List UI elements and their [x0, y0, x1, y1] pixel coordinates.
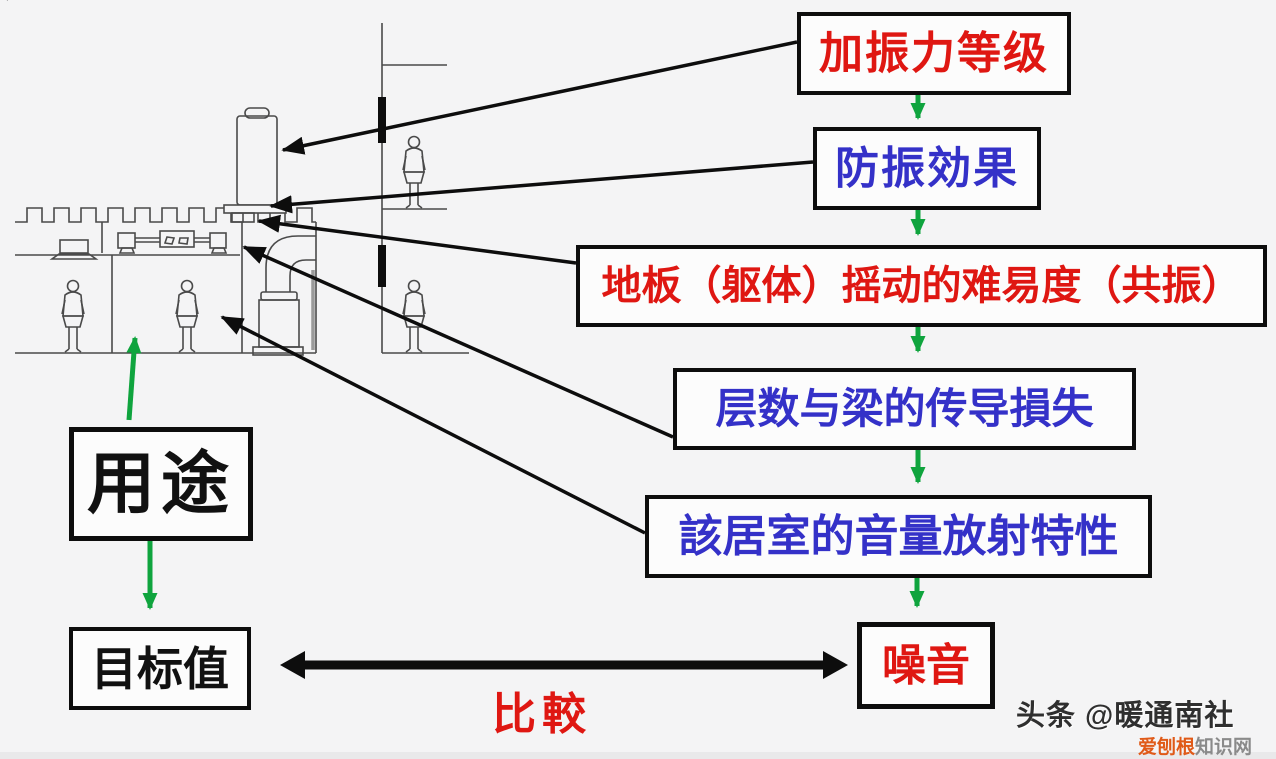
adjacent-building	[378, 23, 469, 354]
watermark: 头条 @暖通南社 爱刨根知识网	[1016, 692, 1266, 759]
flow-box-label: 目标值	[91, 642, 229, 695]
person-icon	[175, 279, 199, 353]
arrow-excitation-to-tank	[281, 40, 798, 155]
compare-arrow	[280, 651, 848, 679]
flow-box-label: 地板（躯体）摇动的难易度（共振）	[601, 264, 1242, 308]
person-icon	[61, 279, 85, 353]
flow-arrows-green	[126, 91, 926, 610]
ceiling-duct-units-icon	[117, 230, 228, 254]
flow-box-room-radiation: 該居室的音量放射特性	[645, 495, 1152, 578]
compare-label: 比較	[492, 690, 592, 739]
pointer-arrows	[220, 40, 814, 535]
flow-box-vibration-effect: 防振効果	[813, 127, 1041, 210]
person-icon	[402, 279, 426, 353]
arrow-vibration-to-base	[269, 160, 814, 214]
arrow-room-to-interior	[220, 315, 646, 535]
flow-box-label: 加振力等级	[819, 28, 1049, 78]
flow-arrow-usage-room	[126, 336, 142, 421]
flow-box-noise: 噪音	[857, 622, 995, 709]
wall-bar-lower	[378, 245, 386, 287]
flow-box-floor-resonance: 地板（躯体）摇动的难易度（共振）	[576, 245, 1267, 327]
watermark-brand: 爱刨根知识网	[1138, 732, 1266, 759]
flow-box-target-value: 目标值	[69, 627, 251, 710]
wall-bar-upper	[378, 97, 386, 143]
flow-box-label: 用途	[86, 446, 235, 522]
flow-box-label: 該居室的音量放射特性	[678, 511, 1119, 561]
watermark-brand-suffix: 知识网	[1195, 737, 1253, 758]
flow-box-transmission-loss: 层数与梁的传导損失	[673, 368, 1136, 450]
flow-box-usage: 用途	[69, 427, 253, 541]
watermark-brand-highlight: 爱刨根	[1138, 737, 1196, 758]
flow-box-label: 层数与梁的传导損失	[715, 385, 1094, 432]
arrow-loss-to-wall	[242, 245, 674, 439]
arrow-floor-to-slab	[257, 214, 577, 265]
boiler-icon	[252, 235, 316, 356]
person-icon	[402, 135, 426, 209]
ceiling-cassette-icon	[49, 239, 99, 260]
building-illustration	[6, 0, 469, 356]
flow-box-label: 噪音	[882, 640, 970, 690]
flow-box-excitation-level: 加振力等级	[797, 12, 1071, 95]
watermark-credit: 头条 @暖通南社	[1016, 700, 1235, 732]
flow-box-label: 防振効果	[835, 143, 1019, 193]
